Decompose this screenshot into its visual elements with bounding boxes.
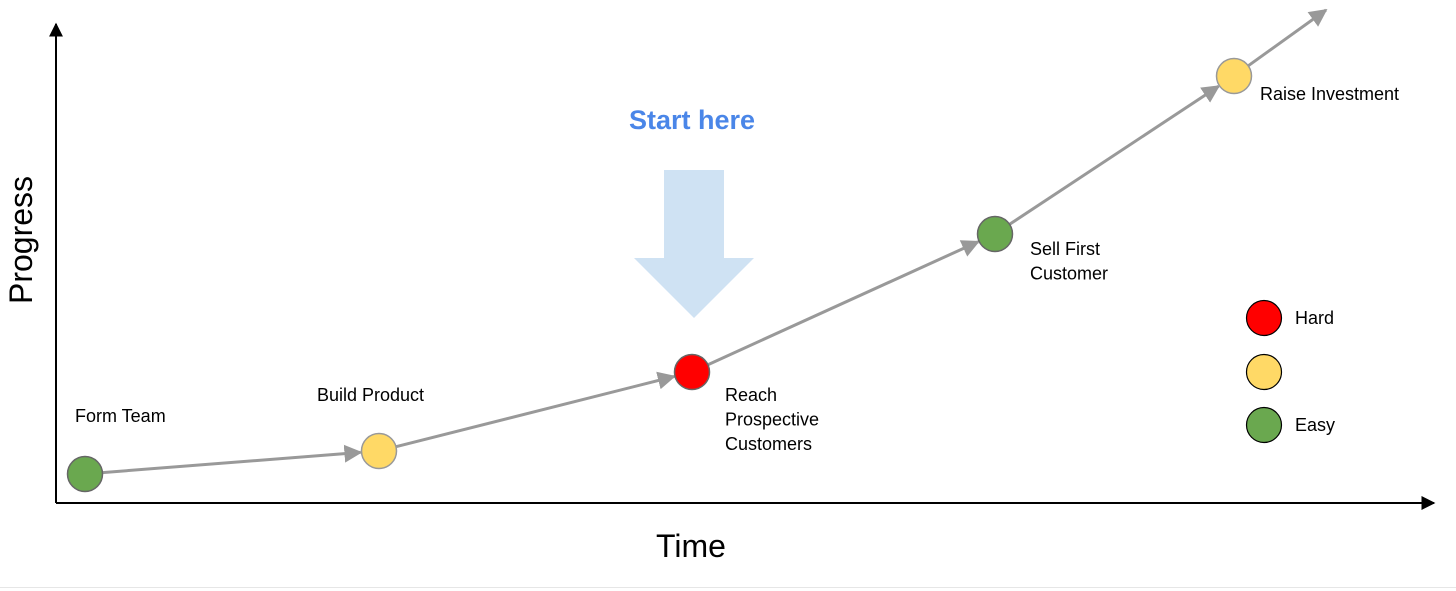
legend-label: Hard (1295, 308, 1334, 328)
milestone-sell-first-customer: Sell First Customer (976, 215, 1108, 284)
connector-arrow (1008, 84, 1221, 226)
milestone-label-line: Customer (1030, 264, 1108, 284)
legend-swatch (1245, 406, 1283, 444)
milestone-label-line: Customers (725, 434, 812, 454)
milestone-label-line: Prospective (725, 410, 819, 430)
connector-arrow (395, 371, 676, 449)
milestone-reach-prospective-customers: Reach Prospective Customers (673, 353, 824, 454)
bottom-divider (0, 587, 1456, 588)
milestone-label: Form Team (75, 406, 166, 426)
milestone-node (976, 215, 1014, 253)
legend-label: Easy (1295, 415, 1335, 435)
milestone-node (66, 455, 104, 493)
milestone-form-team: Form Team (66, 406, 166, 493)
connector-arrow (102, 444, 363, 475)
milestone-node (360, 432, 398, 470)
legend-swatch (1245, 299, 1283, 337)
milestone-label: Sell First Customer (1030, 239, 1108, 284)
x-axis-title: Time (656, 528, 726, 564)
legend-item-hard: Hard (1245, 299, 1334, 337)
connector-arrow (707, 240, 980, 367)
milestone-build-product: Build Product (317, 385, 424, 470)
legend: Hard Easy (1245, 299, 1335, 444)
legend-item-easy: Easy (1245, 406, 1335, 444)
milestone-label-line: Build Product (317, 385, 424, 405)
milestone-label-line: Form Team (75, 406, 166, 426)
down-arrow-icon (634, 170, 754, 318)
connector-arrows (102, 8, 1328, 475)
milestone-raise-investment: Raise Investment (1215, 57, 1399, 104)
milestone-node (673, 353, 711, 391)
y-axis-title: Progress (3, 176, 39, 304)
milestone-label-line: Sell First (1030, 239, 1100, 259)
milestone-label-line: Raise Investment (1260, 84, 1399, 104)
milestone-node (1215, 57, 1253, 95)
milestone-label-line: Reach (725, 385, 777, 405)
milestone-label: Reach Prospective Customers (725, 385, 824, 454)
legend-swatch (1245, 353, 1283, 391)
legend-item-medium (1245, 353, 1283, 391)
start-here-label: Start here (629, 105, 755, 135)
milestone-label: Raise Investment (1260, 84, 1399, 104)
milestone-label: Build Product (317, 385, 424, 405)
connector-arrow (1247, 8, 1328, 68)
